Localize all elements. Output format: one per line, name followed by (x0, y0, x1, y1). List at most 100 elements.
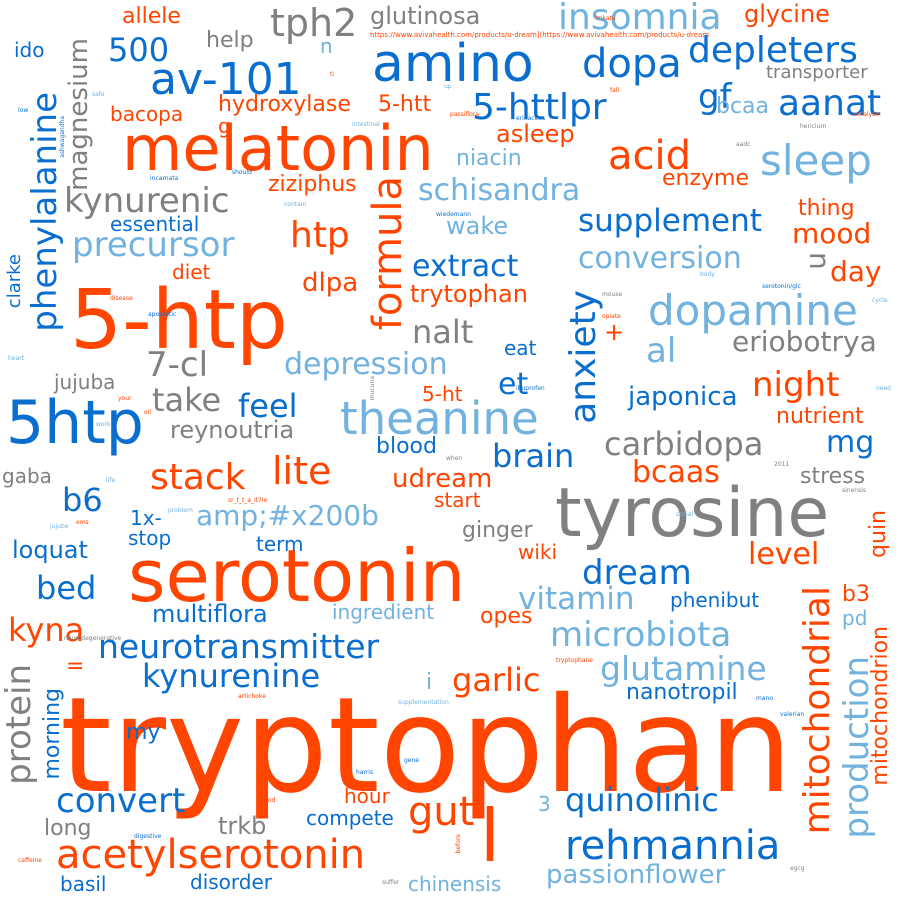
word-ibuprofen: ibuprofen (516, 385, 545, 392)
word-gut: gut (408, 789, 475, 835)
word-udream: udream (392, 464, 493, 494)
word-tph2: tph2 (270, 1, 358, 45)
word-precursor: precursor (72, 225, 235, 265)
word-ziziphus: ziziphus (268, 172, 357, 197)
word-5-ht: 5-ht (422, 382, 463, 406)
word-sr-tag: sr_t_t_a_it7ie (228, 497, 268, 504)
word-anxiety: anxiety (563, 290, 604, 424)
word-plus: + (604, 318, 625, 346)
word-depleters: depleters (688, 30, 858, 71)
word-mucuna: mucuna (369, 376, 376, 401)
word-trikatu: trikatu (596, 15, 616, 22)
word-loquat: loquat (12, 536, 88, 564)
word-nanotropil: nanotropil (626, 680, 738, 705)
word-compete: compete (306, 806, 394, 830)
word-stress: stress (800, 464, 866, 489)
word-bacopa: bacopa (110, 102, 184, 126)
word-melatonin: melatonin (122, 112, 434, 185)
word-schisandra: schisandra (418, 173, 581, 208)
word-neurotransmitter: neurotransmitter (98, 627, 380, 666)
word-l: l (480, 794, 501, 878)
word-mitochondrion: mitochondrion (868, 626, 893, 786)
word-bcaas: bcaas (632, 455, 720, 490)
word-disorder: disorder (190, 870, 273, 894)
word-valerian: valerian (780, 711, 805, 718)
word-disease: disease (110, 295, 133, 302)
word-mg: mg (826, 425, 875, 460)
word-7-cl: 7-cl (146, 345, 209, 385)
word-incarnata: incarnata (150, 175, 179, 182)
word-level: level (748, 537, 820, 572)
word-quinolinic: quinolinic (565, 781, 719, 819)
word-social: social (676, 511, 694, 518)
word-term: term (256, 532, 304, 556)
word-opiate: opiate (602, 313, 621, 320)
word-stop: stop (128, 526, 172, 550)
word-extract: extract (412, 249, 519, 284)
word-ginger: ginger (462, 518, 533, 543)
word-transporter: transporter (766, 62, 868, 83)
word-av-101: av-101 (150, 54, 302, 105)
word-passionflower: passionflower (546, 860, 726, 890)
word-n: n (320, 34, 333, 58)
word-blood: blood (376, 434, 437, 459)
word-3: 3 (538, 792, 551, 816)
word-food: food (262, 797, 276, 804)
word-g: g (218, 114, 231, 138)
word-5htp: 5htp (6, 388, 144, 458)
word-basil: basil (60, 872, 107, 896)
word-fall: fall (610, 87, 620, 94)
word-sinensis: sinensis (842, 487, 867, 494)
word-nalt: nalt (412, 313, 474, 351)
word-multiflora: multiflora (152, 600, 268, 628)
word-bed: bed (36, 569, 97, 607)
word-mood: mood (792, 217, 872, 250)
word-mitochondrial: mitochondrial (797, 586, 838, 835)
word-acid: acid (608, 133, 692, 179)
word-b6: b6 (62, 481, 103, 519)
word-problem: problem (168, 507, 193, 514)
word-niacin: niacin (456, 146, 522, 171)
word-help: help (206, 28, 254, 53)
word-work: work (96, 421, 111, 428)
word-thing: thing (798, 196, 855, 221)
word-kynurenic: kynurenic (64, 181, 230, 221)
word-rehmannia: rehmannia (565, 823, 781, 869)
word-500: 500 (108, 31, 170, 69)
word-equals: = (66, 654, 85, 679)
word-morning: morning (40, 688, 65, 780)
word-hour: hour (344, 784, 390, 808)
word-need: need (876, 385, 891, 392)
word-reynoutria: reynoutria (170, 416, 295, 444)
word-protein: protein (0, 664, 39, 785)
word-nutrient: nutrient (776, 404, 864, 429)
word-mano: mano (756, 695, 773, 702)
word-catalyze: catalyze (854, 111, 880, 118)
word-passiflora: passiflora (450, 111, 479, 118)
word-up: up (444, 83, 452, 90)
word-dlpa: dlpa (302, 268, 359, 298)
word-neurodegenerative: neurodegenerative (64, 635, 122, 642)
word-withania: ashwagandha (59, 116, 66, 158)
word-carbidopa: carbidopa (604, 425, 764, 463)
word-2011: 2011 (774, 461, 790, 468)
word-oil: oil (144, 409, 152, 416)
word-b3: b3 (842, 582, 870, 607)
word-before: before (455, 834, 462, 854)
word-acetylserotonin: acetylserotonin (56, 832, 366, 878)
word-wiedemann: wiedemann (436, 211, 471, 218)
word-tryptophane: tryptophane (556, 657, 593, 664)
word-life: life (106, 477, 116, 484)
word-url: https://www.avivahealth.com/products/u-d… (370, 31, 710, 39)
word-my: my (126, 720, 161, 745)
word-pd: pd (842, 606, 868, 630)
word-glutinosa: glutinosa (370, 2, 481, 30)
word-digestive: digestive (134, 833, 162, 840)
word-5-htp: 5-htp (70, 273, 288, 368)
word-caffeine: caffeine (18, 857, 42, 864)
word-ingredient: ingredient (332, 600, 435, 624)
word-jujube: jujube (50, 523, 69, 530)
word-allele: allele (122, 4, 181, 29)
word-serotonin-glc: serotonin/glc (762, 283, 801, 290)
word-glycine: glycine (744, 0, 830, 28)
